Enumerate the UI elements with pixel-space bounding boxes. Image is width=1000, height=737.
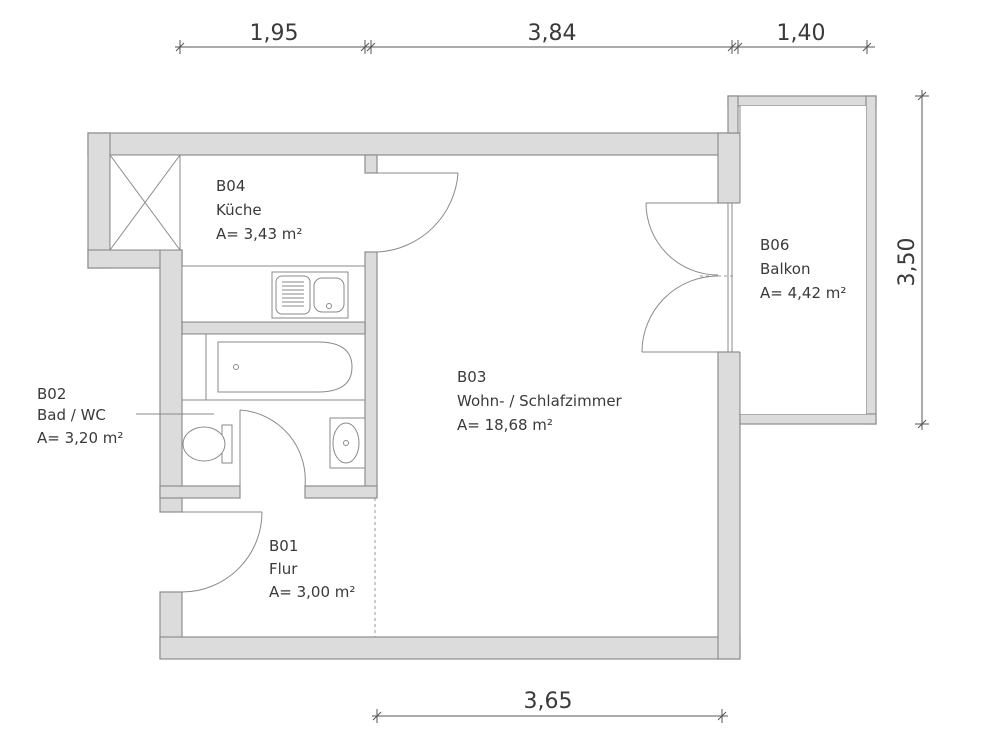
dimension-bottom: 3,65 (372, 689, 728, 723)
dimension-top-1: 1,95 (250, 21, 299, 46)
dimension-right: 3,50 (895, 90, 929, 430)
room-name: Küche (216, 201, 262, 219)
room-name: Flur (269, 560, 298, 578)
room-label-b06: B06 Balkon A= 4,42 m² (760, 236, 846, 302)
room-label-b02: B02 Bad / WC A= 3,20 m² (37, 385, 123, 447)
walls (87, 95, 877, 660)
room-name: Balkon (760, 260, 811, 278)
dimension-right-label: 3,50 (895, 238, 920, 287)
room-area: A= 3,43 m² (216, 225, 302, 243)
room-area: A= 18,68 m² (457, 416, 553, 434)
kitchen-counter (181, 265, 366, 323)
balcony-door (641, 202, 736, 353)
apartment-entrance-door (181, 511, 263, 593)
dimension-top: 1,95 3,84 1,40 (175, 21, 875, 54)
bathtub (181, 333, 366, 401)
room-name: Wohn- / Schlafzimmer (457, 392, 623, 410)
kitchen-door (376, 172, 459, 253)
balcony-floor (740, 106, 866, 414)
room-label-b01: B01 Flur A= 3,00 m² (269, 537, 355, 601)
room-id: B06 (760, 236, 789, 254)
room-area: A= 3,20 m² (37, 429, 123, 447)
dimension-top-3: 1,40 (777, 21, 826, 46)
room-id: B03 (457, 368, 486, 386)
dimension-top-2: 3,84 (528, 21, 577, 46)
washbasin (329, 417, 366, 469)
room-name: Bad / WC (37, 406, 106, 424)
room-label-b04: B04 Küche A= 3,43 m² (216, 177, 302, 243)
toilet (182, 424, 233, 464)
room-id: B01 (269, 537, 298, 555)
room-area: A= 4,42 m² (760, 284, 846, 302)
room-area: A= 3,00 m² (269, 583, 355, 601)
room-id: B04 (216, 177, 245, 195)
dimension-bottom-label: 3,65 (524, 689, 573, 714)
bathroom-door (239, 409, 306, 487)
room-id: B02 (37, 385, 66, 403)
shaft (109, 154, 181, 251)
room-label-b03: B03 Wohn- / Schlafzimmer A= 18,68 m² (457, 368, 623, 434)
